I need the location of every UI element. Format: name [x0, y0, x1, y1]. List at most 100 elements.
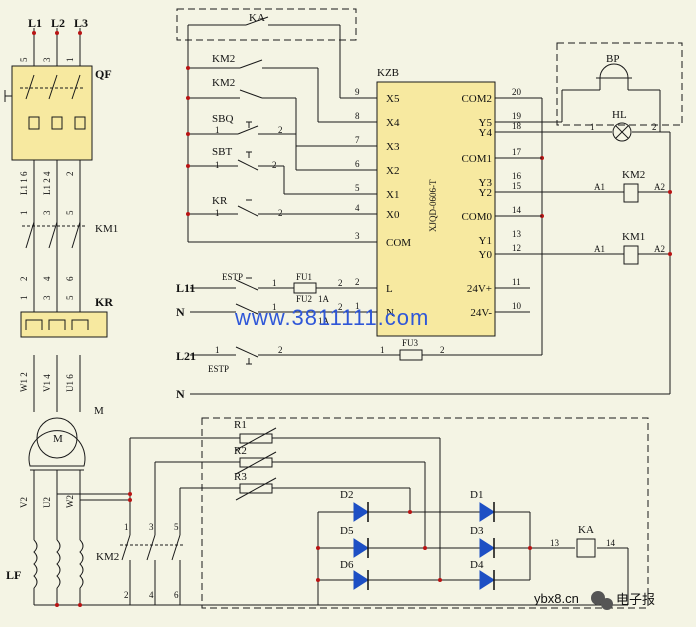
km2-term: 6	[174, 590, 179, 600]
term-qf-2: 2	[65, 172, 75, 177]
km1-term: 6	[65, 276, 75, 281]
km1-term: 1	[19, 211, 29, 216]
wechat-icon	[591, 591, 613, 610]
output-num-0: 20	[512, 87, 522, 97]
output-pin-7: Y1	[479, 235, 492, 247]
km1-label: KM1	[95, 223, 118, 235]
km2b-label: KM2	[212, 77, 235, 89]
km2-term: 3	[149, 522, 154, 532]
sw-term: 2	[278, 208, 283, 218]
motor-lead: V1 4	[42, 374, 52, 392]
output-num-4: 16	[512, 171, 522, 181]
power-wiring	[190, 254, 670, 395]
term-qf-6: 6	[19, 171, 29, 176]
diode-d1: D1	[470, 489, 483, 501]
r1-label: R1	[234, 419, 247, 431]
motor-lower-leads	[33, 470, 180, 606]
output-num-6: 14	[512, 205, 522, 215]
km2-term: 2	[124, 590, 129, 600]
km2-brake-contacts	[120, 534, 185, 605]
output-num-10: 10	[512, 301, 522, 311]
km1-term: 4	[42, 276, 52, 281]
output-num-3: 17	[512, 147, 522, 157]
km1-term: 2	[19, 277, 29, 282]
footer-site: ybx8.cn	[534, 591, 579, 606]
km2-term: 1	[124, 522, 129, 532]
controller-box	[376, 81, 496, 337]
bp-enclosure	[556, 42, 683, 126]
sw-term: 1	[215, 345, 220, 355]
braking-enclosure	[201, 417, 649, 609]
sw-term: 1	[215, 125, 220, 135]
input-num-0: 9	[355, 87, 360, 97]
input-pin-6: COM	[386, 237, 411, 249]
sbq-label: SBQ	[212, 113, 233, 125]
term-top-5: 5	[19, 57, 29, 62]
motor-label: M	[94, 405, 104, 417]
km2-term: 5	[174, 522, 179, 532]
input-pin-3: X2	[386, 165, 399, 177]
term-top-1: 1	[65, 58, 75, 63]
phase-l1: L1	[28, 16, 42, 30]
lf-label: LF	[6, 568, 21, 582]
phase-l2: L2	[51, 16, 65, 30]
input-pin-4: X1	[386, 189, 399, 201]
ka-contact-label: KA	[249, 12, 265, 24]
controller-model: XJQD-0606-T	[428, 179, 438, 232]
input-num-7: 2	[355, 277, 360, 287]
motor-out: V2	[19, 497, 29, 508]
ka-term-14: 14	[606, 538, 616, 548]
kr-label: KR	[95, 295, 113, 309]
footer-brand: 电子报	[616, 592, 655, 607]
output-wiring	[495, 78, 671, 394]
fu2-label: FU2	[296, 294, 312, 304]
resistors	[235, 427, 441, 580]
output-num-9: 11	[512, 277, 521, 287]
hl-lamp	[612, 122, 632, 142]
r2-label: R2	[234, 445, 247, 457]
km1-term: 3	[42, 210, 52, 215]
l11-label: L11	[176, 281, 195, 295]
km1-main-contacts	[22, 221, 86, 249]
hl-term: 1	[590, 122, 595, 132]
diodes	[353, 502, 495, 590]
ka-enclosure	[176, 8, 357, 41]
motor-lead: U1 6	[65, 374, 75, 392]
km2a-label: KM2	[212, 53, 235, 65]
kr-relay-box	[20, 311, 108, 338]
output-pin-4: Y3	[479, 177, 493, 189]
input-pin-7: L	[386, 283, 393, 295]
motor-symbol: M	[53, 433, 63, 445]
km1-term: 5	[65, 210, 75, 215]
coil-term: A2	[654, 182, 665, 192]
ka-coil-label: KA	[578, 524, 594, 536]
estp2-label: ESTP	[208, 364, 229, 374]
sbt-label: SBT	[212, 146, 232, 158]
diode-d3: D3	[470, 525, 484, 537]
controller-outputs: COM220Y519Y418COM117Y316Y215COM014Y113Y0…	[461, 87, 530, 319]
kr-term: 1	[19, 296, 29, 301]
sw-term: 1	[272, 278, 277, 288]
watermark: www.3811111.com	[234, 305, 429, 330]
input-num-6: 3	[355, 231, 360, 241]
km2-brake-label: KM2	[96, 551, 119, 563]
l21-label: L21	[176, 349, 196, 363]
input-num-8: 1	[355, 301, 360, 311]
qf-contacts	[4, 74, 86, 130]
output-num-2: 18	[512, 121, 522, 131]
output-pin-5: Y2	[479, 187, 492, 199]
km1-coil-label: KM1	[622, 231, 645, 243]
output-pin-8: Y0	[479, 249, 493, 261]
kr-term: 3	[42, 295, 52, 300]
coil-term: A1	[594, 244, 605, 254]
estp-label: ESTP	[222, 272, 243, 282]
diode-d2: D2	[340, 489, 353, 501]
input-pin-0: X5	[386, 93, 400, 105]
fu3-label: FU3	[402, 338, 419, 348]
output-pin-1: Y5	[479, 117, 493, 129]
input-num-2: 7	[355, 135, 360, 145]
hl-term: 2	[652, 122, 657, 132]
term-top-3: 3	[42, 57, 52, 62]
output-pin-9: 24V+	[467, 283, 492, 295]
